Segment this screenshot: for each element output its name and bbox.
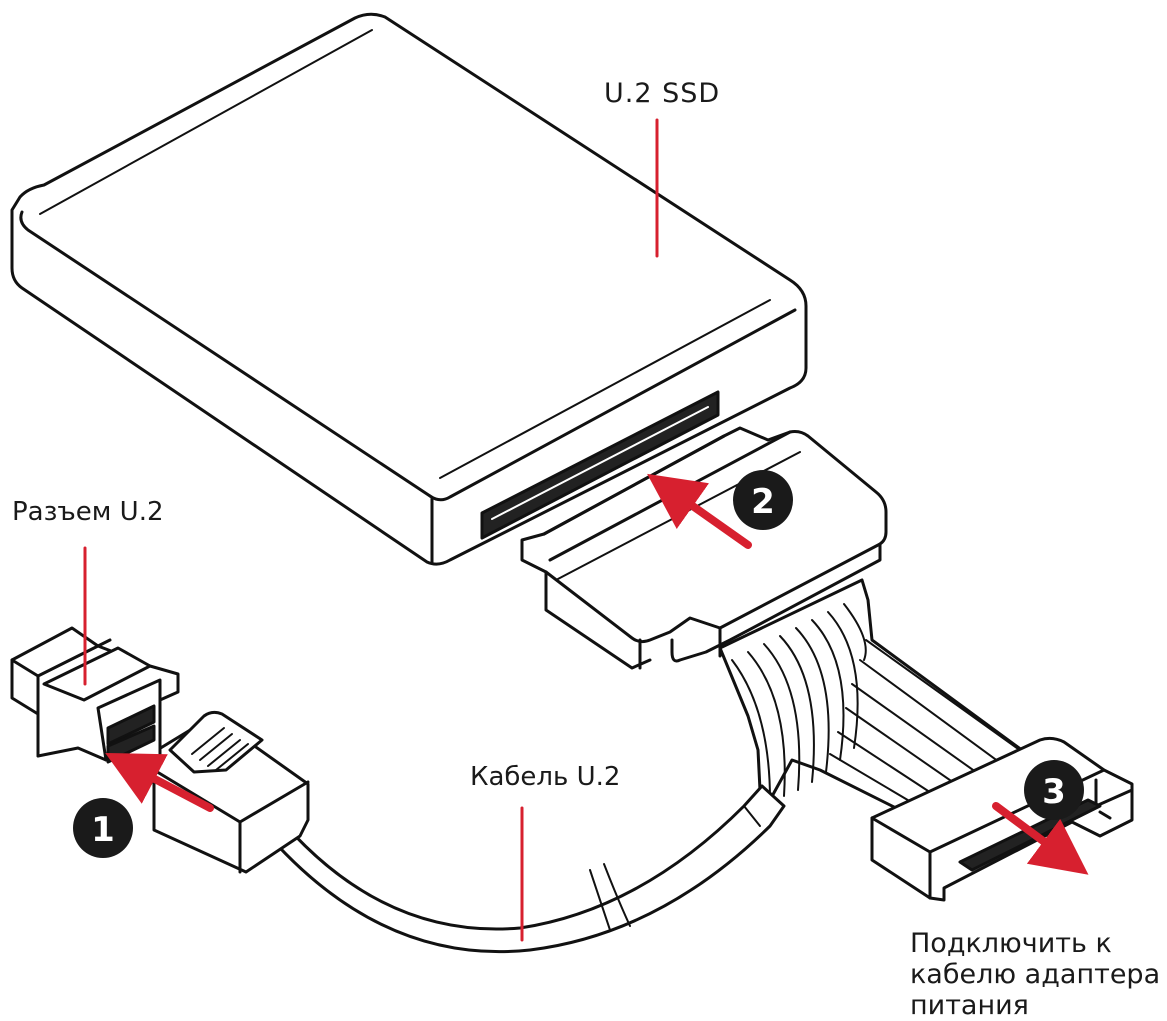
round-cable <box>257 784 786 954</box>
arrow-step-3 <box>992 802 1089 875</box>
step-number-3: 3 <box>1042 772 1066 812</box>
ssd-drive <box>10 12 808 566</box>
ssd-side-connector <box>520 426 888 670</box>
port-label: Разъем U.2 <box>12 497 164 527</box>
u2-port <box>10 626 180 764</box>
step-badge-2: 2 <box>733 470 793 530</box>
step-number-1: 1 <box>91 810 115 850</box>
step-badge-3: 3 <box>1024 760 1084 820</box>
ssd-label: U.2 SSD <box>604 78 721 109</box>
arrow-step-1 <box>105 752 214 812</box>
arrow-step-2 <box>647 473 752 549</box>
step-number-2: 2 <box>751 482 775 522</box>
ribbon-cable <box>718 578 1042 820</box>
u2-plug <box>152 710 310 874</box>
power-label: Подключить к кабелю адаптера питания <box>910 928 1161 1021</box>
step-badge-1: 1 <box>73 798 133 858</box>
cable-label: Кабель U.2 <box>470 762 621 792</box>
